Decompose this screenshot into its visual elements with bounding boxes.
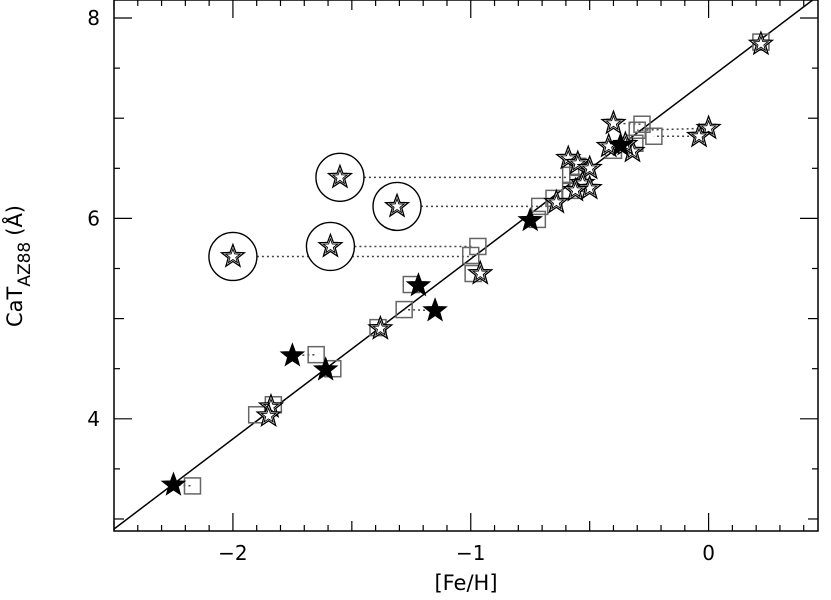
square-marker	[395, 300, 413, 319]
x-tick-label: 0	[702, 541, 715, 565]
y-tick-label: 4	[87, 407, 100, 431]
open-star-inner	[260, 406, 277, 423]
open-star	[576, 174, 603, 200]
filled-star	[279, 342, 306, 367]
filled-star-markers	[160, 131, 634, 496]
dotted-link	[637, 127, 709, 131]
square-marker	[633, 115, 651, 133]
y-tick-labels: 4 6 8	[87, 6, 100, 431]
circled-star-inner	[331, 168, 349, 185]
open-star	[367, 314, 394, 340]
y-tick-label: 8	[87, 6, 100, 30]
open-star-markers	[255, 30, 775, 428]
open-star-inner	[372, 319, 389, 336]
circled-star	[317, 232, 344, 258]
y-axis-title-unit: (Å)	[1, 205, 27, 236]
open-star-inner	[569, 154, 587, 171]
open-star	[564, 149, 591, 175]
major-ticks	[114, 0, 818, 531]
filled-star	[160, 471, 187, 496]
open-star	[255, 401, 282, 428]
open-star-inner	[548, 193, 565, 210]
fit-line	[113, 0, 814, 530]
open-star	[685, 122, 713, 148]
open-star-inner	[690, 127, 708, 144]
filled-star	[312, 356, 339, 381]
open-star-inner	[700, 119, 717, 136]
filled-star	[517, 206, 544, 232]
circled-star	[326, 163, 354, 189]
circled-star-inner	[388, 197, 406, 214]
fit-line-layer	[113, 0, 814, 530]
x-tick-label: −2	[218, 541, 247, 565]
circled-star-markers	[208, 152, 422, 282]
x-axis-title: [Fe/H]	[434, 571, 497, 595]
x-tick-labels: −2 −1 0	[218, 541, 715, 565]
open-star	[600, 109, 627, 135]
square-marker	[462, 246, 480, 265]
open-star-inner	[471, 264, 489, 281]
filled-star	[607, 131, 634, 157]
square-marker	[530, 197, 549, 216]
open-star	[467, 259, 494, 285]
filled-star	[405, 272, 432, 297]
open-star-inner	[581, 159, 599, 176]
open-star	[576, 154, 603, 180]
y-axis-title: CaTAZ88 (Å)	[1, 205, 35, 327]
x-tick-label: −1	[456, 541, 485, 565]
open-star	[747, 30, 775, 56]
square-marker	[469, 237, 487, 256]
circled-star-inner	[322, 237, 339, 254]
filled-star	[422, 297, 448, 322]
square-markers	[183, 33, 770, 495]
y-axis-title-main: CaT	[3, 286, 27, 327]
plot-frame	[113, 0, 819, 532]
square-marker	[183, 477, 202, 495]
open-star-inner	[605, 114, 622, 131]
y-tick-label: 6	[87, 206, 100, 230]
dotted-link	[292, 353, 317, 357]
circled-star	[383, 192, 411, 218]
dotted-link	[173, 484, 193, 487]
open-star-inner	[567, 181, 584, 198]
open-star	[543, 188, 570, 214]
y-axis-title-subscript: AZ88	[15, 242, 35, 287]
square-marker	[645, 127, 663, 146]
square-marker	[307, 345, 325, 364]
open-star	[562, 176, 589, 202]
circled-star	[219, 242, 247, 268]
circled-star-inner	[224, 247, 242, 264]
minor-ticks	[113, 0, 818, 531]
open-star-inner	[752, 35, 770, 52]
